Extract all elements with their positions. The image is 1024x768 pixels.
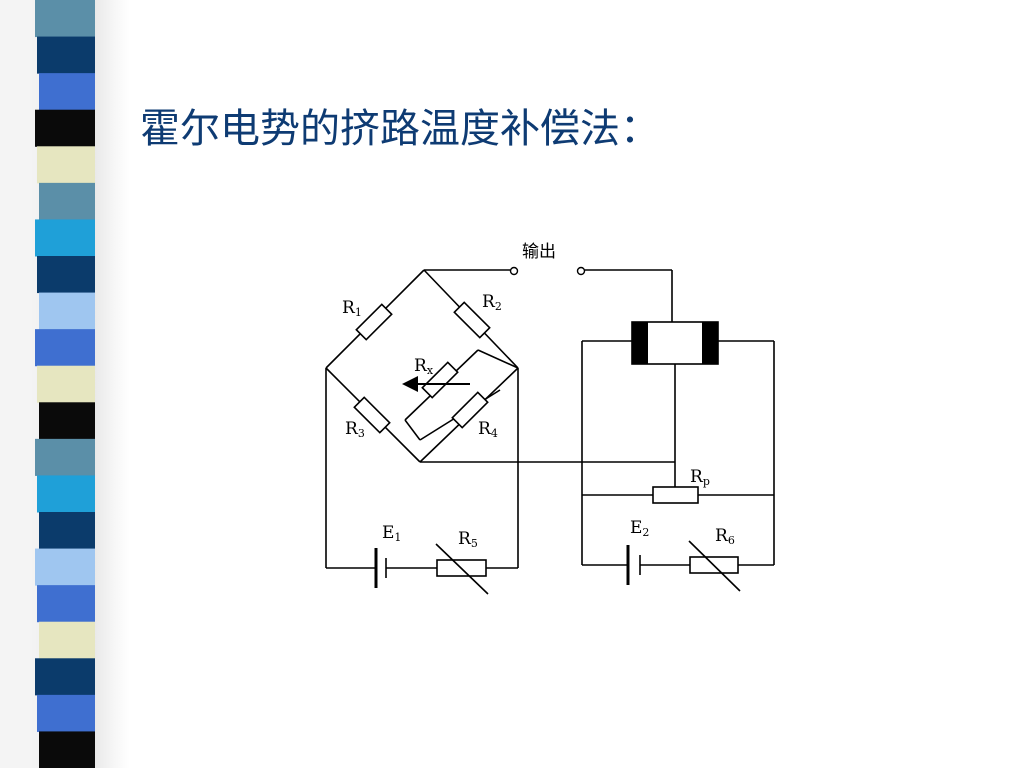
ribbon-stripe <box>35 438 95 476</box>
ribbon-stripe <box>37 146 95 184</box>
ribbon-stripe <box>37 365 95 403</box>
ribbon-stripe <box>35 219 95 257</box>
resistor-r4 <box>451 391 489 429</box>
label-e2: E2 <box>630 518 649 539</box>
r6-variable-slash <box>688 540 741 592</box>
label-rx: Rx <box>414 356 434 377</box>
hall-compensation-circuit-diagram: 输出 R1 R2 Rx R3 R4 Rp E1 R5 E2 R6 <box>325 242 775 595</box>
resistor-r1 <box>355 303 393 341</box>
resistor-r2 <box>453 301 491 339</box>
ribbon-stripe <box>35 0 95 38</box>
ribbon-stripe <box>37 36 95 74</box>
ribbon-stripe <box>35 658 95 696</box>
label-rp: Rp <box>690 467 710 488</box>
output-terminal-right <box>576 266 586 276</box>
label-r1: R1 <box>342 298 362 319</box>
ribbon-stripe <box>39 402 95 440</box>
bridge-inner-wire-2 <box>477 349 519 369</box>
decorative-ribbon <box>35 0 95 768</box>
ribbon-stripe <box>37 585 95 623</box>
ribbon-stripe <box>37 694 95 732</box>
hall-element-left-contact <box>632 322 648 364</box>
ribbon-stripe <box>39 73 95 111</box>
page-title: 霍尔电势的挤路温度补偿法： <box>140 106 660 152</box>
ribbon-stripe <box>39 182 95 220</box>
label-r5: R5 <box>458 529 478 550</box>
label-r6: R6 <box>715 526 735 547</box>
output-terminal-left <box>509 266 519 276</box>
bridge-inner-wire-3 <box>404 419 421 441</box>
label-e1: E1 <box>382 523 401 544</box>
label-r4: R4 <box>478 419 498 440</box>
ribbon-stripe <box>39 621 95 659</box>
ribbon-stripe <box>39 512 95 550</box>
label-r2: R2 <box>482 292 502 313</box>
output-label: 输出 <box>522 242 556 262</box>
resistor-rp <box>652 486 699 504</box>
resistor-r3 <box>353 396 391 434</box>
ribbon-stripe <box>37 475 95 513</box>
label-r3: R3 <box>345 419 365 440</box>
ribbon-stripe <box>35 329 95 367</box>
r5-variable-slash <box>435 543 489 595</box>
ribbon-stripe <box>35 109 95 147</box>
hall-element-right-contact <box>702 322 718 364</box>
ribbon-stripe <box>35 548 95 586</box>
ribbon-stripe <box>39 731 95 768</box>
ribbon-stripe <box>37 256 95 294</box>
ribbon-stripe <box>39 292 95 330</box>
